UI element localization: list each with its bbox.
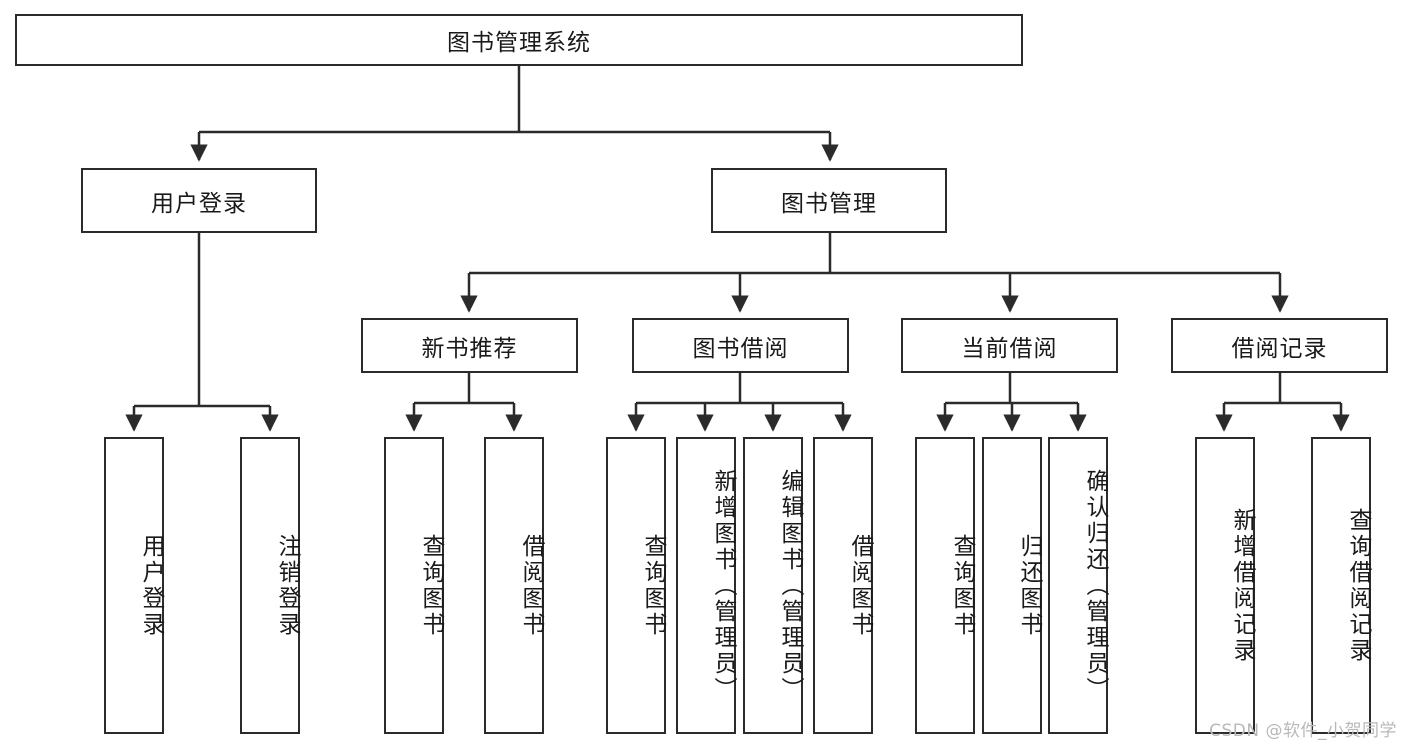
node-label: 查询借阅记录 <box>1345 507 1371 664</box>
node-label: 注销登录 <box>274 533 300 638</box>
node-label: 新增图书（管理员） <box>710 468 736 703</box>
leaf-user-login-login[interactable]: 用户登录 <box>104 437 164 734</box>
node-label: 确认归还（管理员） <box>1082 468 1108 703</box>
leaf-record-query-record[interactable]: 查询借阅记录 <box>1311 437 1371 734</box>
node-label: 借阅图书 <box>518 533 544 638</box>
node-user-login[interactable]: 用户登录 <box>81 168 317 233</box>
node-label: 图书管理 <box>781 190 877 217</box>
leaf-record-add-record[interactable]: 新增借阅记录 <box>1195 437 1255 734</box>
node-label: 图书借阅 <box>692 335 789 362</box>
node-label: 当前借阅 <box>961 335 1058 362</box>
node-label: 查询图书 <box>640 533 666 638</box>
node-book-borrow[interactable]: 图书借阅 <box>632 318 849 373</box>
node-new-book-recommend[interactable]: 新书推荐 <box>361 318 578 373</box>
leaf-recommend-borrow-book[interactable]: 借阅图书 <box>484 437 544 734</box>
leaf-current-return-book[interactable]: 归还图书 <box>982 437 1042 734</box>
leaf-borrow-borrow-book[interactable]: 借阅图书 <box>813 437 873 734</box>
node-label: 用户登录 <box>151 190 247 217</box>
node-label: 图书管理系统 <box>447 30 591 56</box>
node-label: 查询图书 <box>949 533 975 638</box>
node-root-system[interactable]: 图书管理系统 <box>15 14 1023 66</box>
node-current-borrow[interactable]: 当前借阅 <box>901 318 1118 373</box>
leaf-borrow-edit-book[interactable]: 编辑图书（管理员） <box>743 437 803 734</box>
leaf-recommend-query-book[interactable]: 查询图书 <box>384 437 444 734</box>
leaf-borrow-add-book[interactable]: 新增图书（管理员） <box>676 437 736 734</box>
node-label: 新增借阅记录 <box>1229 507 1255 664</box>
node-label: 归还图书 <box>1016 533 1042 638</box>
node-label: 编辑图书（管理员） <box>777 468 803 703</box>
leaf-current-query-book[interactable]: 查询图书 <box>915 437 975 734</box>
node-label: 借阅记录 <box>1231 335 1328 362</box>
leaf-user-login-logout[interactable]: 注销登录 <box>240 437 300 734</box>
node-borrow-record[interactable]: 借阅记录 <box>1171 318 1388 373</box>
node-label: 新书推荐 <box>421 335 518 362</box>
csdn-watermark: CSDN @软件_小贺同学 <box>1209 721 1397 741</box>
leaf-current-confirm-return[interactable]: 确认归还（管理员） <box>1048 437 1108 734</box>
node-book-management[interactable]: 图书管理 <box>711 168 947 233</box>
leaf-borrow-query-book[interactable]: 查询图书 <box>606 437 666 734</box>
node-label: 查询图书 <box>418 533 444 638</box>
node-label: 借阅图书 <box>847 533 873 638</box>
node-label: 用户登录 <box>138 533 164 638</box>
